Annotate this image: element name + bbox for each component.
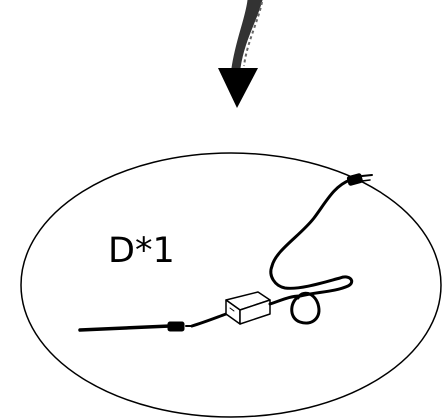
power-adapter-cable-icon: [78, 173, 373, 332]
cable-left: [78, 324, 172, 332]
part-label: D*1: [108, 231, 175, 271]
plug-left: [167, 321, 185, 332]
curved-down-arrow-icon: [218, 0, 263, 108]
part-ellipse: [20, 152, 442, 418]
cable-coil: [269, 264, 354, 325]
cable-up: [270, 178, 352, 268]
adapter-brick: [225, 291, 271, 325]
cable-middle: [190, 312, 228, 328]
plug-right: [346, 173, 363, 186]
